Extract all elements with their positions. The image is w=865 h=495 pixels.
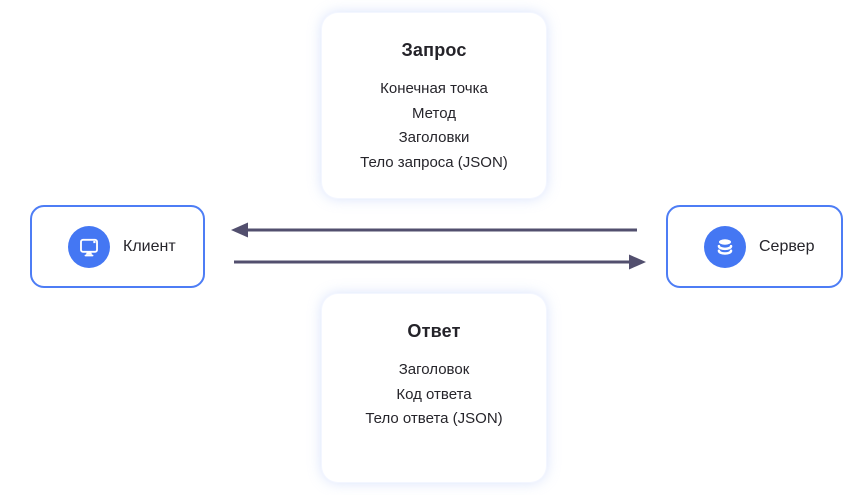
response-item-body: Тело ответа (JSON) <box>365 410 503 427</box>
response-item-header: Заголовок <box>398 361 470 378</box>
request-item-endpoint: Конечная точка <box>380 80 488 97</box>
request-card-title: Запрос <box>401 40 467 60</box>
response-card: Ответ Заголовок Код ответа Тело ответа (… <box>322 294 546 482</box>
arrow-to-client <box>231 222 637 238</box>
request-item-body: Тело запроса (JSON) <box>360 153 508 171</box>
request-card: Запрос Конечная точка Метод Заголовки Те… <box>322 13 546 198</box>
request-item-method: Метод <box>412 104 456 122</box>
arrow-to-server <box>234 254 646 270</box>
client-icon-circle <box>68 225 110 268</box>
client-node: Клиент <box>30 205 205 288</box>
request-item-headers: Заголовки <box>398 129 470 146</box>
server-label: Сервер <box>759 237 815 255</box>
client-label: Клиент <box>123 237 176 255</box>
response-card-items: Заголовок Код ответа Тело ответа (JSON) <box>322 358 546 432</box>
monitor-icon <box>80 238 98 256</box>
database-icon <box>717 238 733 255</box>
server-node: Сервер <box>666 205 843 288</box>
server-icon-circle <box>704 225 746 268</box>
response-item-code: Код ответа <box>396 385 472 403</box>
request-card-items: Конечная точка Метод Заголовки Тело запр… <box>322 77 546 175</box>
response-card-title: Ответ <box>407 321 461 341</box>
